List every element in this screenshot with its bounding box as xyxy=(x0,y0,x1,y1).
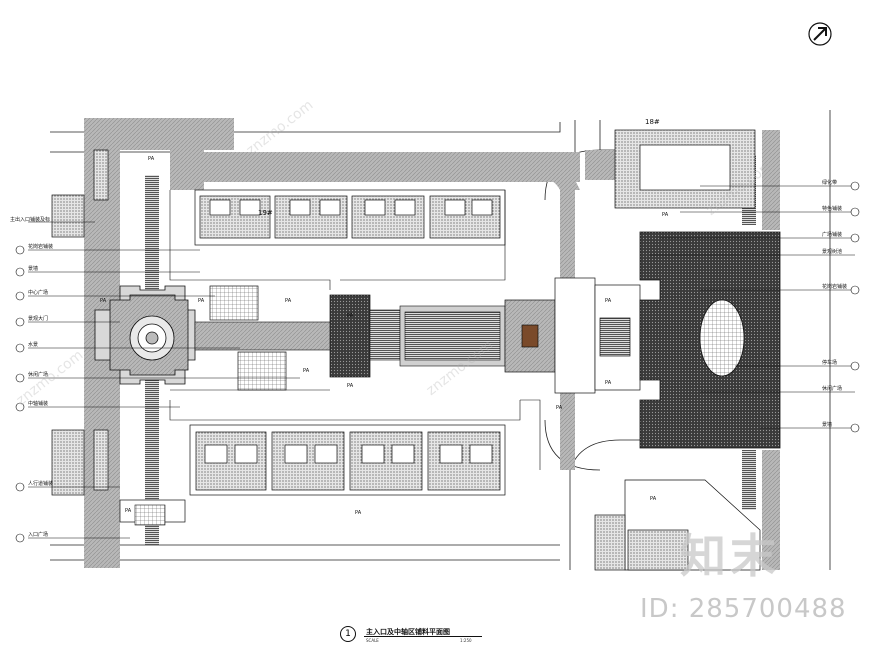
gate-building xyxy=(554,277,641,394)
top-right-building xyxy=(614,129,756,209)
oval-feature xyxy=(699,299,745,377)
parking-label: PA xyxy=(605,380,612,386)
cross-plaza xyxy=(94,285,196,385)
left-callout-label: 入口广场 xyxy=(28,532,49,538)
grid-plaza-lower xyxy=(237,351,287,391)
right-callout-circles xyxy=(850,181,860,433)
parking-label: PA xyxy=(650,496,657,502)
right-callout-label: 广场铺装 xyxy=(822,232,843,238)
parking-label: PA xyxy=(285,298,292,304)
right-callout-label: 特色铺装 xyxy=(822,206,843,212)
left-callout-label: 主出入口铺装及标 xyxy=(10,217,51,223)
axis-pavilion xyxy=(399,305,506,367)
central-monument xyxy=(504,299,556,373)
lower-townhouse-row xyxy=(189,424,506,496)
left-callout-label: 花岗岩铺装 xyxy=(28,244,54,250)
central-monument-core xyxy=(521,324,539,348)
left-leader-lines xyxy=(28,221,300,539)
watermark-id: ID: 285700488 xyxy=(640,594,847,624)
fountain-steps xyxy=(369,309,401,361)
upper-townhouse-row xyxy=(194,189,506,246)
drawing-number: 1 xyxy=(340,626,356,642)
left-callout-label: 休闲广场 xyxy=(28,372,49,378)
parking-label: PA xyxy=(148,156,155,162)
right-callout-label: 景墙 xyxy=(822,422,833,428)
watermark-logo: 知末 xyxy=(680,529,780,583)
building-18-label: 18# xyxy=(645,118,660,126)
left-callout-label: 人行道铺装 xyxy=(28,481,54,487)
parking-label: PA xyxy=(556,405,563,411)
parking-label: PA xyxy=(125,508,132,514)
parking-label: PA xyxy=(347,313,354,319)
drawing-title: 主入口及中轴区铺料平面图 xyxy=(366,628,450,636)
right-hatched-strip-low xyxy=(762,450,780,570)
left-callout-label: 中心广场 xyxy=(28,290,49,296)
left-small-buildings xyxy=(51,149,109,496)
left-callout-circles xyxy=(15,245,25,543)
left-callout-label: 景观大门 xyxy=(28,316,49,322)
north-arrow-icon xyxy=(808,22,832,46)
grid-plaza-upper xyxy=(209,285,259,321)
right-callout-label: 停车场 xyxy=(822,360,838,366)
parking-label: PA xyxy=(662,212,669,218)
parking-outlines xyxy=(169,190,541,470)
drawing-title-block: 1 主入口及中轴区铺料平面图 SCALE 1:250 xyxy=(340,624,490,646)
parking-label: PA xyxy=(605,298,612,304)
parking-label: PA xyxy=(100,298,107,304)
right-callout-label: 绿化带 xyxy=(822,180,838,186)
title-underline xyxy=(364,636,482,637)
left-callout-label: 中轴铺装 xyxy=(28,401,49,407)
right-callout-label: 景观树池 xyxy=(822,249,843,255)
hatched-road-curve xyxy=(500,152,580,190)
right-planting-strip-bottom xyxy=(742,450,756,510)
right-callout-label: 休闲广场 xyxy=(822,386,843,392)
right-callout-label: 花岗岩铺装 xyxy=(822,284,848,290)
hatched-road-left-vert-2 xyxy=(170,150,204,190)
bottom-right-building xyxy=(594,479,761,571)
right-leader-lines xyxy=(650,185,855,429)
right-hatched-strip xyxy=(762,130,780,230)
scale-ratio: 1:250 xyxy=(460,638,472,643)
scale-label: SCALE xyxy=(366,638,379,643)
water-feature xyxy=(329,294,371,378)
left-callout-label: 景墙 xyxy=(28,266,39,272)
left-callout-label: 水景 xyxy=(28,342,39,348)
parking-label: PA xyxy=(355,510,362,516)
bottom-entry-gate-grid xyxy=(134,504,166,526)
parking-label: PA xyxy=(347,383,354,389)
parking-label: PA xyxy=(198,298,205,304)
building-19-label: 19# xyxy=(258,209,273,217)
parking-label: PA xyxy=(303,368,310,374)
